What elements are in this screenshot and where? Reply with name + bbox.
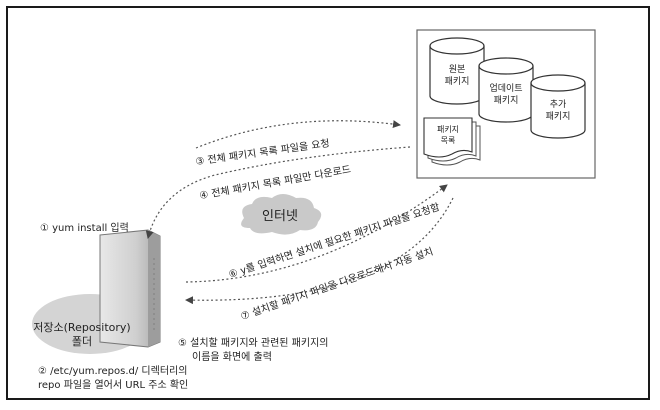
step-5-label-1: ⑤ 설치할 패키지와 관련된 패키지의 [178,337,328,349]
flow-arrows [145,120,454,305]
step-1-label: ① yum install 입력 [40,221,129,234]
step-3-label: ③ 전체 패키지 목록 파일을 요청 [195,137,331,168]
repo-folder-label-2: 폴더 [72,335,92,348]
original-package-cylinder: 원본 패키지 [429,37,485,105]
step-2-label-1: ② /etc/yum.repos.d/ 디렉터리의 [38,365,187,377]
arrow-step-7 [185,197,454,305]
step-2-label-2: repo 파일을 열어서 URL 주소 확인 [38,379,188,391]
update-package-cylinder: 업데이트 패키지 [478,57,534,123]
arrow-step-6 [185,184,448,283]
arrow-step-4 [145,146,411,239]
extra-package-cylinder: 추가 패키지 [530,74,586,139]
repository-folder-label: 저장소(Repository) 폴더 [33,321,130,348]
package-list-label-1: 패키지 [437,124,459,134]
extra-package-label-2: 패키지 [546,111,571,122]
original-package-label-1: 원본 [449,64,466,75]
internet-label: 인터넷 [262,209,298,224]
package-list-label-2: 목록 [441,136,456,145]
package-list-document: 패키지 목록 [423,117,481,166]
internet-cloud: 인터넷 [241,194,322,235]
client-server-icon [32,229,161,354]
step-5-label-2: 이름을 화면에 출력 [192,351,272,363]
repo-folder-label-1: 저장소(Repository) [33,321,130,334]
update-package-label-1: 업데이트 [489,83,522,94]
repository-server-box: 원본 패키지 업데이트 패키지 추가 패키지 패키지 목록 [416,29,596,179]
original-package-label-2: 패키지 [445,76,470,87]
arrow-step-3 [195,120,401,149]
update-package-label-2: 패키지 [494,95,519,106]
extra-package-label-1: 추가 [550,99,567,110]
